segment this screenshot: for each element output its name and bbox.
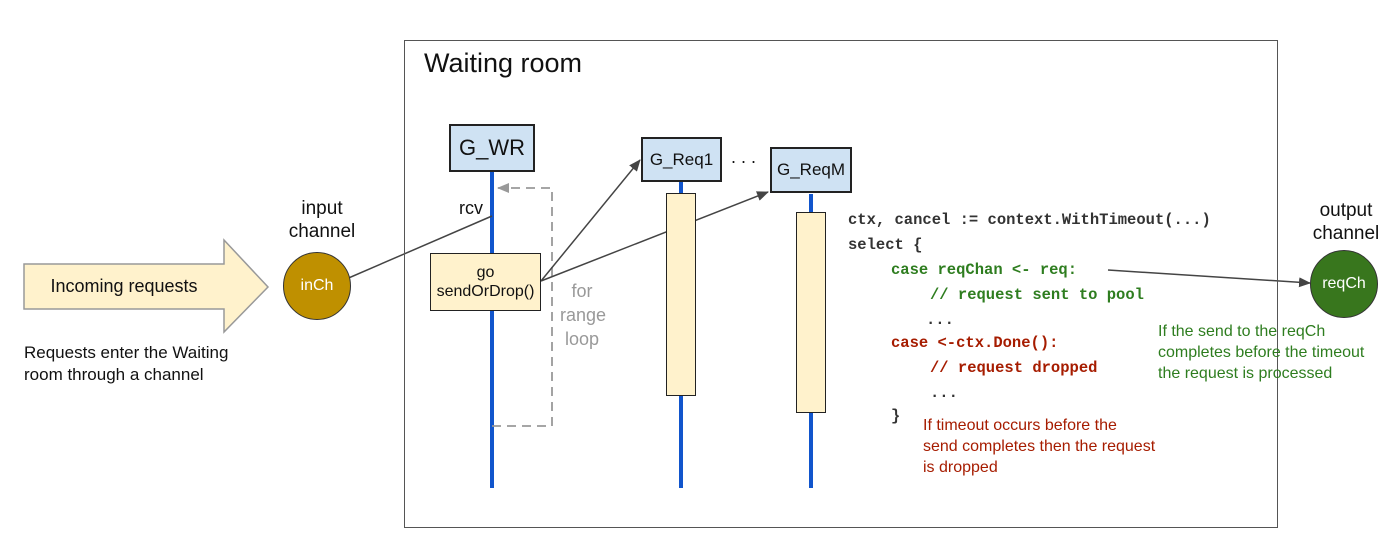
go-keyword: go	[476, 264, 495, 281]
gwr-label: G_WR	[459, 135, 525, 160]
code-line7: // request dropped	[930, 359, 1098, 377]
greqm-label: G_ReqM	[776, 160, 846, 179]
code-line4: // request sent to pool	[930, 286, 1144, 304]
greqm-activation	[796, 212, 826, 413]
output-channel-label-line2: channel	[1312, 223, 1380, 244]
timeout-note-line3: is dropped	[923, 459, 998, 476]
rcv-label: rcv	[459, 198, 483, 218]
loop-label-line1: for	[571, 281, 593, 301]
sent-note-line1: If the send to the reqCh	[1158, 323, 1326, 340]
loop-bracket	[492, 183, 553, 427]
code-line2: select {	[848, 236, 923, 254]
timeout-note-line2: send completes then the request	[923, 438, 1156, 455]
timeout-note: If timeout occurs before the send comple…	[923, 415, 1155, 478]
incoming-requests-arrow	[23, 238, 270, 334]
output-channel-circle: reqCh	[1310, 250, 1378, 318]
output-channel-circle-label: reqCh	[1322, 275, 1366, 292]
code-line1: ctx, cancel := context.WithTimeout(...)	[848, 211, 1211, 229]
sendordrop-call: sendOrDrop()	[436, 283, 535, 300]
loop-label-line3: loop	[564, 329, 600, 349]
spawn-greq1-arrow	[540, 159, 641, 282]
greq1-label: G_Req1	[649, 149, 714, 169]
sent-note-line3: the request is processed	[1158, 365, 1333, 382]
loop-label-line2: range	[560, 305, 607, 325]
sendordrop-box: go sendOrDrop()	[430, 253, 541, 311]
timeout-note-line1: If timeout occurs before the	[923, 417, 1117, 434]
greqm-box: G_ReqM	[770, 147, 852, 193]
greq1-box: G_Req1	[641, 137, 722, 182]
output-channel-label-line1: output	[1319, 200, 1373, 221]
incoming-caption: Requests enter the Waiting room through …	[24, 342, 228, 386]
incoming-requests-label: Incoming requests	[50, 276, 198, 296]
code-line5: ...	[926, 311, 954, 329]
input-channel-label: input channel	[270, 197, 374, 243]
input-channel-label-line1: input	[301, 198, 343, 219]
sent-note-line2: completes before the timeout	[1158, 344, 1365, 361]
spawn-greqm-arrow	[540, 191, 769, 282]
greq1-activation	[666, 193, 696, 396]
loop-label: for range loop	[560, 279, 607, 351]
input-channel-circle-label: inCh	[300, 277, 334, 294]
input-channel-label-line2: channel	[288, 221, 356, 242]
code-line6: case <-ctx.Done():	[891, 334, 1059, 352]
incoming-caption-line1: Requests enter the Waiting	[24, 343, 229, 362]
sent-note: If the send to the reqCh completes befor…	[1158, 321, 1364, 384]
output-channel-label: output channel	[1296, 199, 1396, 245]
waiting-room-title: Waiting room	[424, 48, 583, 78]
incoming-caption-line2: room through a channel	[24, 365, 204, 384]
rcv-arrow	[336, 215, 493, 284]
input-channel-circle: inCh	[283, 252, 351, 320]
send-arrow	[1107, 269, 1311, 288]
waiting-room-frame	[404, 40, 1278, 528]
ellipsis: . . .	[731, 147, 757, 167]
gwr-box: G_WR	[449, 124, 535, 172]
code-line3: case reqChan <- req:	[891, 261, 1078, 279]
code-line8: ...	[930, 384, 958, 402]
code-line9: }	[891, 407, 901, 425]
